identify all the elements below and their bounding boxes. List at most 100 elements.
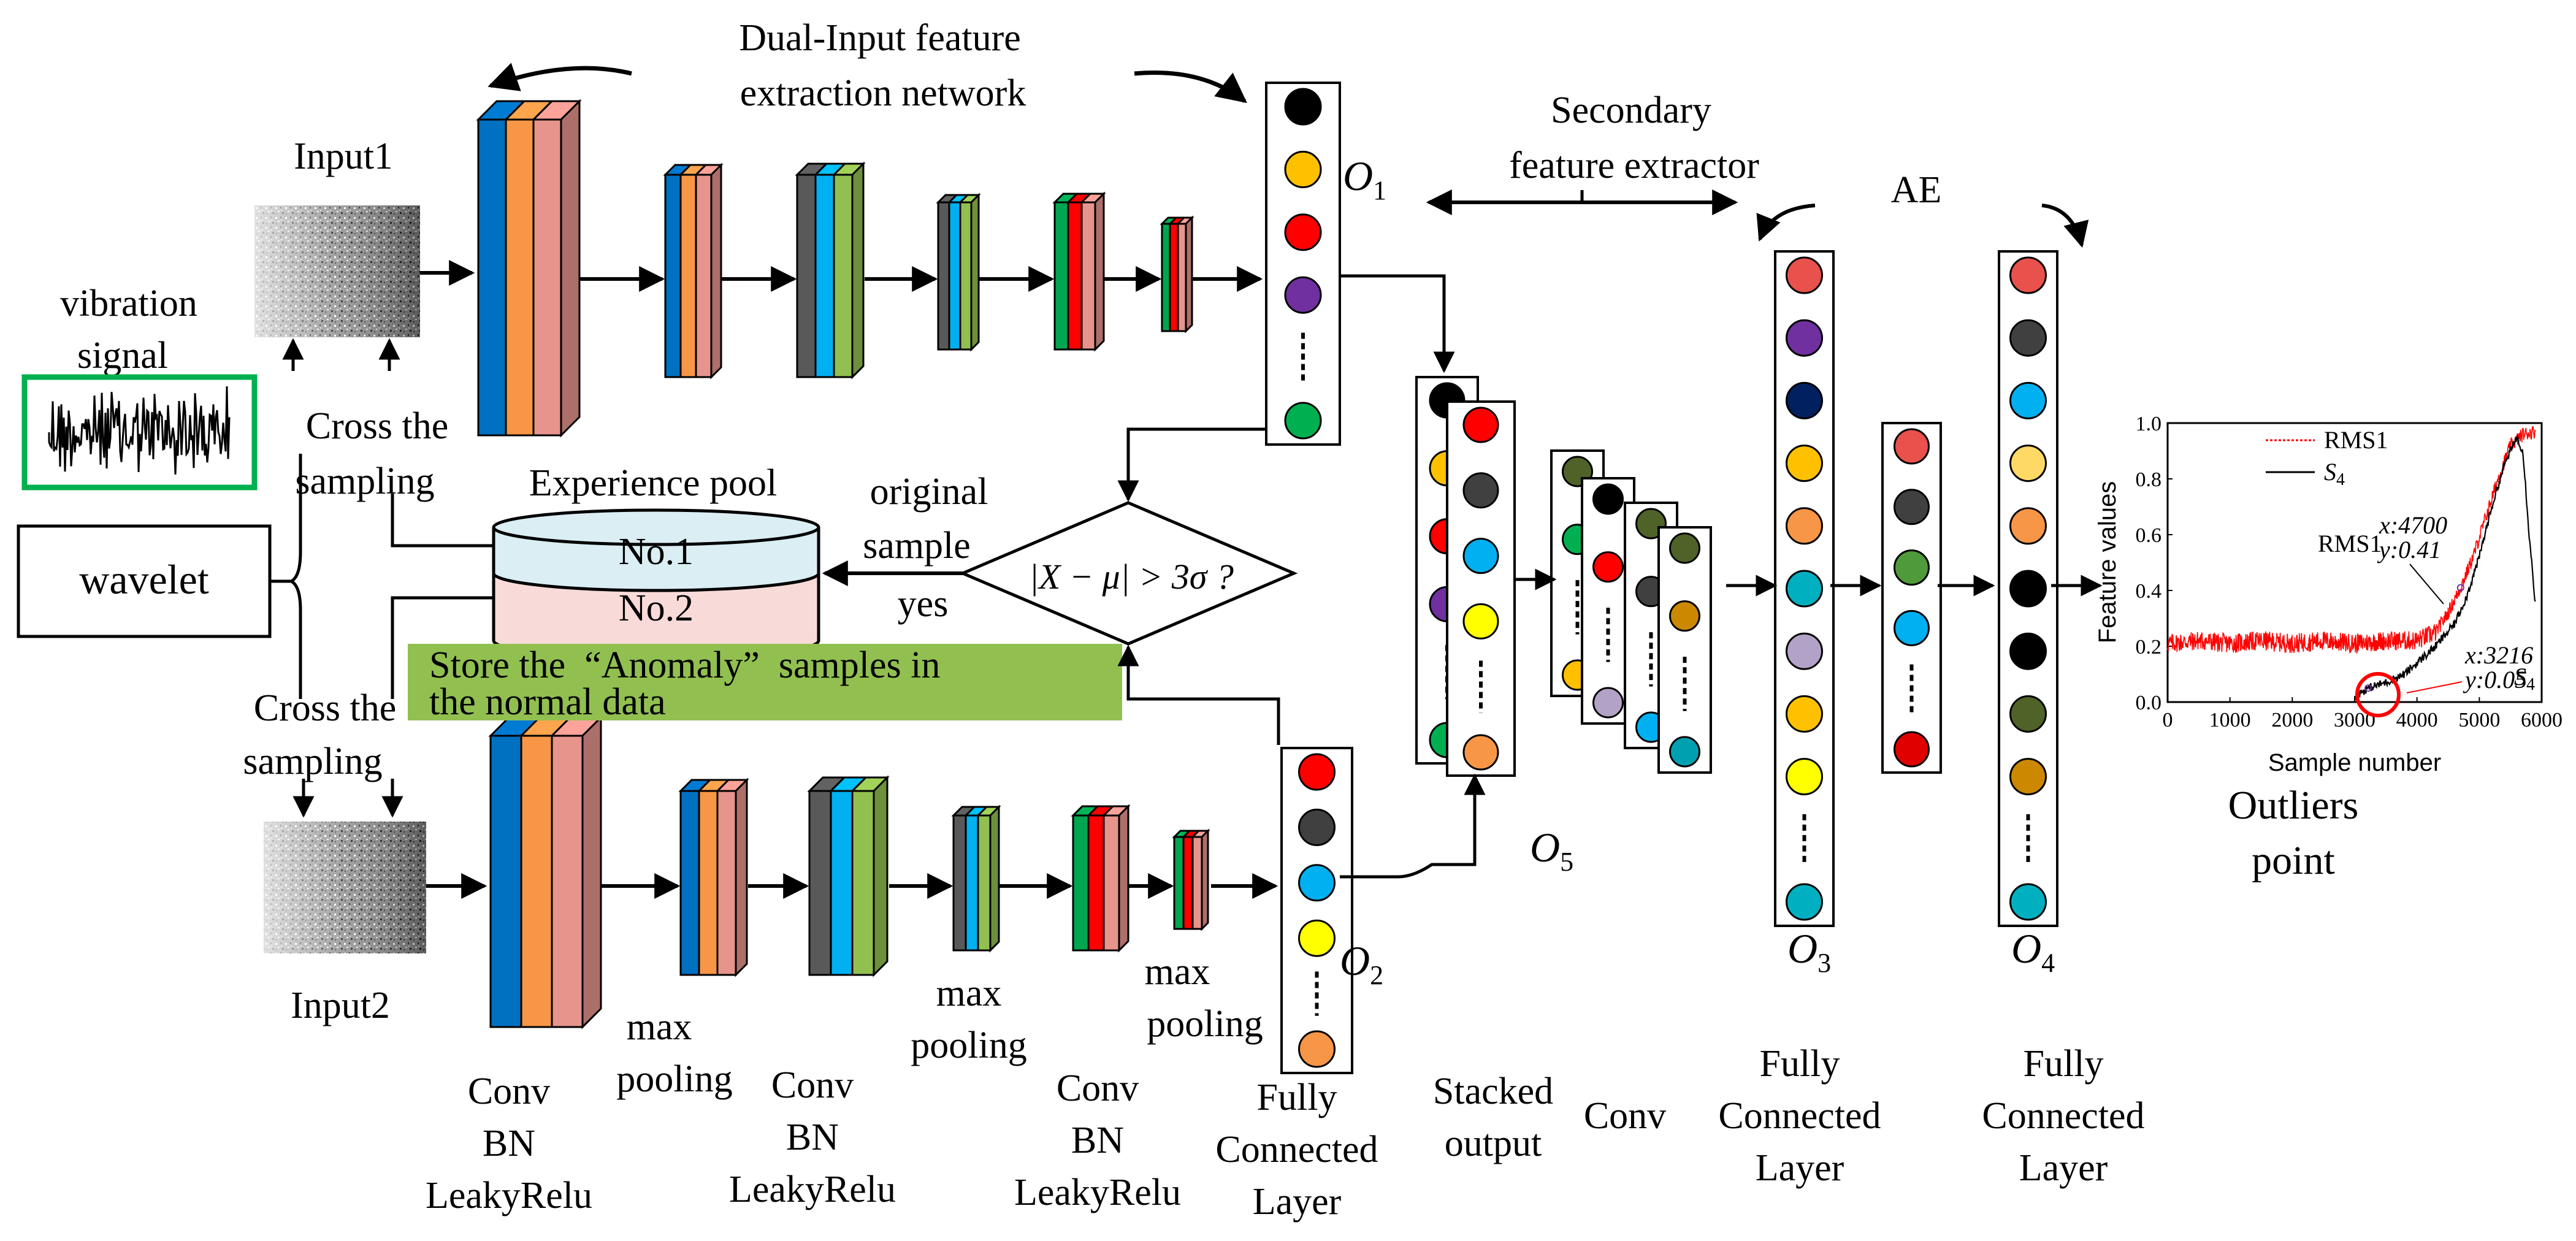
conv-sec-label: Conv xyxy=(1584,1095,1666,1137)
conv1-label-c: LeakyRelu xyxy=(426,1175,592,1216)
inset-caption-line1: Outliers xyxy=(2228,783,2359,828)
fc2-vector-node-5 xyxy=(1786,570,1823,608)
annotation-s-y: y:0.05 xyxy=(2463,666,2527,693)
o2-vector-node-1 xyxy=(1298,808,1336,846)
original-label-line2: sample xyxy=(863,525,971,567)
bot-conv2-front-0 xyxy=(808,790,832,976)
fc1-label-a: Fully xyxy=(1257,1077,1337,1118)
o3-label: O3 xyxy=(1787,925,1831,978)
annotation-point-0 xyxy=(2456,584,2464,592)
o2-vector-node-2 xyxy=(1298,864,1336,902)
stacked-front-vector-node-2 xyxy=(1462,538,1499,575)
top-conv1 xyxy=(476,99,582,438)
conv1-label-b: BN xyxy=(483,1123,535,1164)
inset-caption-line2: point xyxy=(2252,838,2335,883)
o5-label: O5 xyxy=(1530,824,1573,877)
bot-conv2-side xyxy=(873,775,889,977)
stacked-front-vector-node-3 xyxy=(1462,603,1499,640)
cross2-label-line2: sampling xyxy=(243,741,382,782)
bot-conv2-front-2 xyxy=(851,790,875,976)
bot-conv2 xyxy=(807,775,890,977)
top-conv3-front-1 xyxy=(1067,201,1083,351)
top-conv2-front-2 xyxy=(833,174,854,378)
fc2-vector-node-3 xyxy=(1786,445,1823,483)
ae-bottleneck-vector-frame xyxy=(1881,422,1942,774)
feature-vectors xyxy=(1265,82,2058,1074)
yes-label: yes xyxy=(898,583,949,625)
bot-conv3-front-0 xyxy=(1072,814,1090,952)
o1-vector-node-0 xyxy=(1284,88,1322,126)
cross2-label-line1: Cross the xyxy=(254,687,397,729)
fc2-vector-node-8 xyxy=(1786,758,1823,796)
input1-label: Input1 xyxy=(294,136,393,177)
legend-rms-text: RMS1 xyxy=(2324,426,2388,454)
bot-pool1-front-2 xyxy=(716,790,737,976)
fc2-vector-node-7 xyxy=(1786,695,1823,733)
stacked-label-a: Stacked xyxy=(1433,1071,1553,1112)
inset-plot-area xyxy=(2166,422,2543,703)
o2-vector-node-3 xyxy=(1298,919,1336,957)
fc3-vector-node-0 xyxy=(2009,256,2047,294)
o1-vector xyxy=(1265,82,1341,446)
conv-vector-2-node-0 xyxy=(1592,483,1624,515)
conv-vector-4-node-2 xyxy=(1669,736,1700,768)
conv-vector-4-frame xyxy=(1657,526,1712,774)
fc2-label-c: Layer xyxy=(1756,1147,1844,1189)
bot-pool3-front-0 xyxy=(1173,836,1185,930)
o4-label: O4 xyxy=(2011,925,2055,978)
top-pool1 xyxy=(663,162,724,380)
conv2-label-a: Conv xyxy=(771,1064,854,1106)
bot-conv3-front-2 xyxy=(1103,814,1120,952)
o2-to-decision-line xyxy=(1117,644,1280,745)
bot-pool2-front-2 xyxy=(977,814,992,952)
pool-connector-2 xyxy=(391,596,494,699)
maxpool1-label-b: pooling xyxy=(616,1058,732,1100)
stacked-front-vector-node-4 xyxy=(1462,734,1499,771)
conv-vector-4-node-1 xyxy=(1669,600,1700,632)
bot-pool1-front-1 xyxy=(698,790,719,976)
top-pool2-front-1 xyxy=(948,201,961,351)
cross1-label-line1: Cross the xyxy=(306,405,449,447)
ae-bottleneck-vector-node-0 xyxy=(1894,428,1930,465)
stacked-front-vector-node-1 xyxy=(1462,472,1499,509)
top-conv1-front-2 xyxy=(532,118,562,437)
ae-curve-left xyxy=(1756,204,1816,242)
fc3-vector xyxy=(1998,250,2058,927)
top-conv3-front-0 xyxy=(1053,201,1069,351)
wavelet-brace xyxy=(270,454,302,699)
o1-vector-frame xyxy=(1265,82,1341,446)
ytick-label-4: 0.8 xyxy=(2136,468,2162,491)
o1-to-decision-line xyxy=(1117,427,1303,502)
maxpool2-label-b: pooling xyxy=(911,1025,1026,1066)
bot-pool2 xyxy=(951,804,1001,953)
secondary-title-line1: Secondary xyxy=(1551,90,1711,131)
conv3-label-b: BN xyxy=(1071,1120,1124,1161)
wavelet-label: wavelet xyxy=(79,556,209,603)
bot-pool2-front-1 xyxy=(965,814,979,952)
ae-bottleneck-vector xyxy=(1881,422,1942,774)
annotation-rms-name: RMS1 xyxy=(2318,530,2382,557)
fc2-vector-node-1 xyxy=(1786,319,1823,357)
secondary-title-line2: feature extractor xyxy=(1509,145,1759,186)
vibration-label-line2: signal xyxy=(77,335,168,376)
top-pool1-front-2 xyxy=(695,174,713,378)
bot-conv3 xyxy=(1071,804,1131,953)
inset-series xyxy=(2167,426,2536,702)
top-conv2-side xyxy=(851,161,865,380)
top-conv1-side xyxy=(560,99,581,438)
series-rms1-line xyxy=(2167,426,2536,654)
o2-vector xyxy=(1280,747,1353,1074)
top-conv-layers xyxy=(476,99,1263,438)
maxpool1-label-a: max xyxy=(627,1006,692,1048)
vibration-signal-box xyxy=(21,374,258,491)
fc3-vector-node-7 xyxy=(2009,695,2047,733)
vibration-waveform xyxy=(48,386,231,475)
dual-input-title-line2: extraction network xyxy=(740,72,1026,114)
bot-conv1-side xyxy=(581,715,602,1029)
top-conv1-front-0 xyxy=(477,118,507,437)
ytick-label-3: 0.6 xyxy=(2136,524,2162,547)
annotation-s-x: x:3216 xyxy=(2464,641,2533,669)
top-pool3 xyxy=(1160,215,1194,334)
bot-pool3-front-1 xyxy=(1182,836,1194,930)
